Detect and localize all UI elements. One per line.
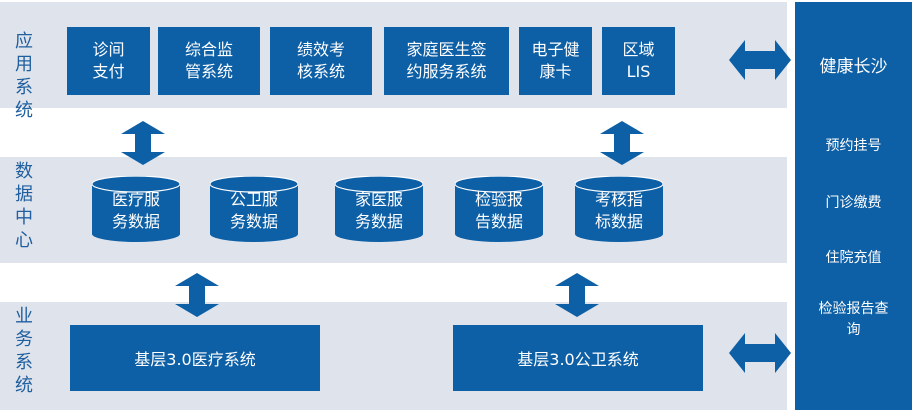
- app-box-regional-lis: 区域 LIS: [602, 27, 675, 95]
- arrow-data-business-left: [175, 273, 219, 317]
- data-store-label: 公卫服 务数据: [229, 190, 278, 231]
- arrow-data-business-right: [555, 273, 599, 317]
- app-box-supervision: 综合监 管系统: [158, 27, 260, 95]
- arrow-app-data-right: [600, 121, 644, 165]
- business-box-medical: 基层3.0医疗系统: [70, 325, 320, 391]
- data-store-assessment: 考核指 标数据: [575, 176, 663, 242]
- data-store-label: 考核指 标数据: [594, 190, 643, 231]
- app-box-performance: 绩效考 核系统: [270, 27, 372, 95]
- cylinder-shape: [335, 176, 423, 242]
- cylinder-shape: [92, 176, 180, 242]
- arrow-app-sidebar: [729, 40, 791, 80]
- data-store-public-health: 公卫服 务数据: [210, 176, 298, 242]
- business-layer-label: 业务 系统: [15, 306, 33, 396]
- sidebar-item-inpatient-topup: 住院充值: [825, 250, 882, 266]
- data-center-layer-label: 数据 中心: [15, 161, 33, 251]
- health-changsha-panel: 健康长沙 预约挂号 门诊缴费 住院充值 检验报告查 询: [795, 2, 912, 410]
- data-store-lab-report: 检验报 告数据: [455, 176, 543, 242]
- app-box-clinic-payment: 诊间 支付: [67, 27, 150, 95]
- sidebar-item-lab-report-query: 检验报告查 询: [818, 301, 889, 338]
- data-store-label: 家医服 务数据: [354, 190, 403, 231]
- sidebar-item-appointment: 预约挂号: [825, 138, 882, 154]
- data-store-medical: 医疗服 务数据: [92, 176, 180, 242]
- business-box-public-health: 基层3.0公卫系统: [453, 325, 703, 391]
- data-store-label: 医疗服 务数据: [111, 190, 160, 231]
- application-layer-label: 应用 系统: [15, 31, 33, 121]
- cylinder-shape: [575, 176, 663, 242]
- sidebar-item-outpatient-payment: 门诊缴费: [825, 195, 882, 211]
- data-store-label: 检验报 告数据: [474, 190, 523, 231]
- sidebar-title: 健康长沙: [819, 57, 888, 77]
- arrow-business-sidebar: [729, 333, 791, 373]
- cylinder-shape: [455, 176, 543, 242]
- data-store-family-doctor: 家医服 务数据: [335, 176, 423, 242]
- arrow-app-data-left: [121, 121, 165, 165]
- app-box-health-card: 电子健 康卡: [519, 27, 592, 95]
- cylinder-shape: [210, 176, 298, 242]
- app-box-family-doctor: 家庭医生签 约服务系统: [384, 27, 509, 95]
